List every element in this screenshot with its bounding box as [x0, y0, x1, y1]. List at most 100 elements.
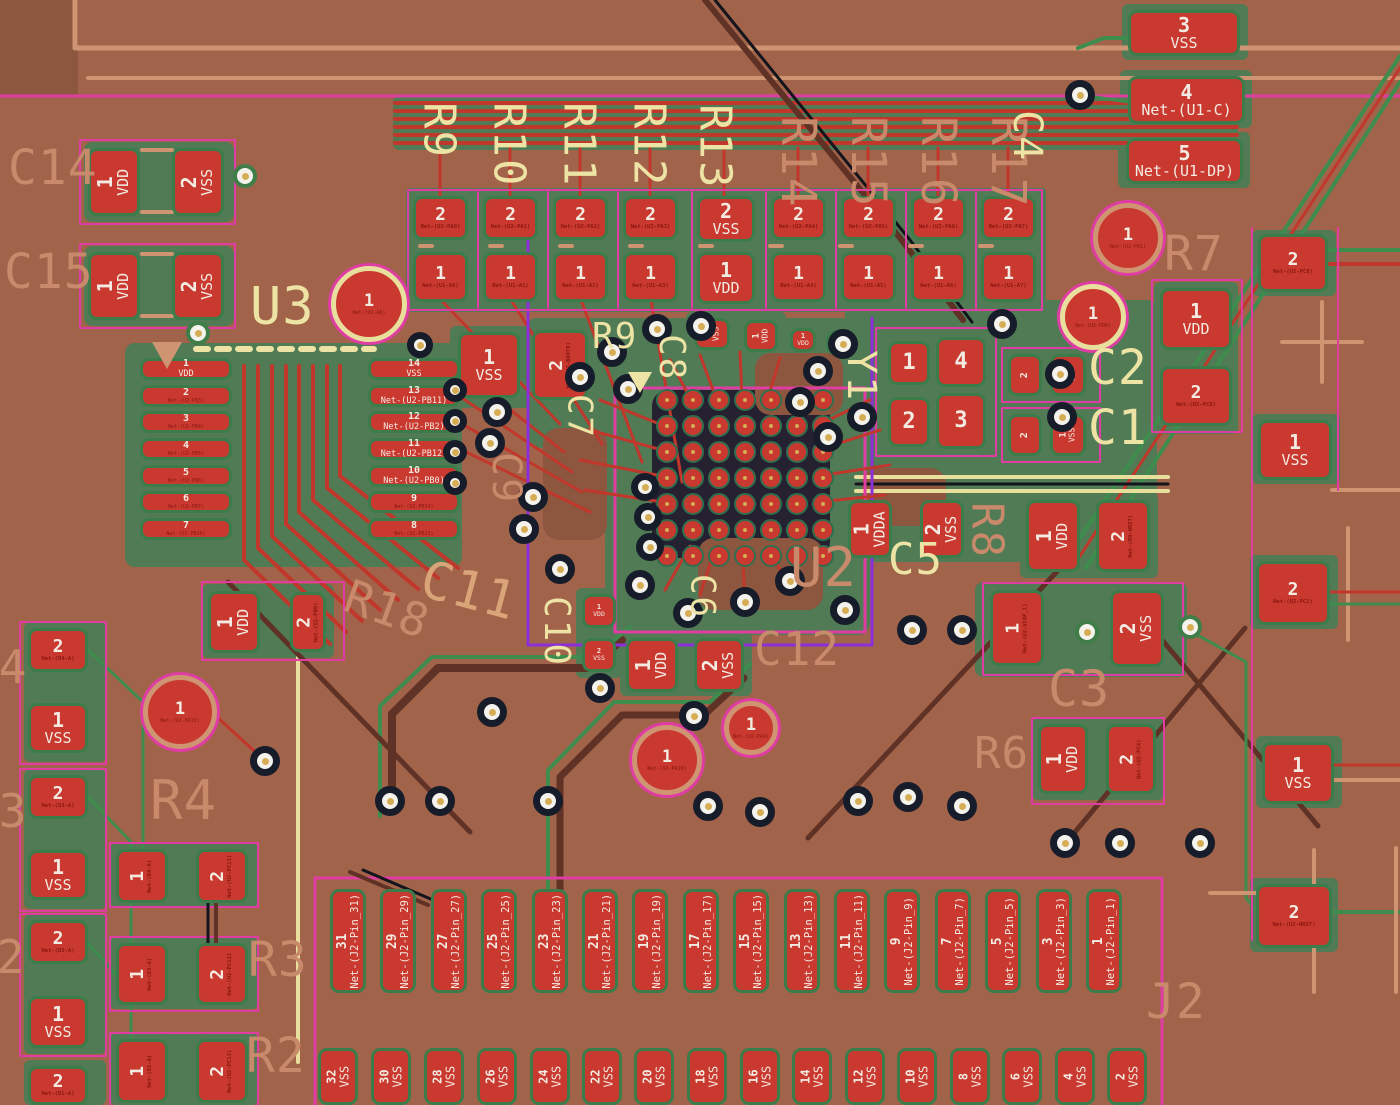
ref-label[interactable]: U3 [250, 277, 315, 337]
bga-pad[interactable] [682, 415, 704, 437]
ref-label[interactable]: D3 [0, 784, 28, 838]
bga-pad[interactable] [786, 545, 808, 567]
via[interactable] [533, 786, 563, 816]
via[interactable] [847, 402, 877, 432]
trace[interactable] [407, 189, 1043, 311]
bga-pad[interactable] [656, 467, 678, 489]
trace[interactable] [1076, 36, 1132, 50]
bga-pad[interactable] [656, 389, 678, 411]
ref-label[interactable]: Y1 [837, 350, 884, 403]
trace[interactable] [1151, 279, 1243, 433]
via[interactable] [947, 615, 977, 645]
ref-label[interactable]: C5 [888, 534, 943, 585]
bga-pad[interactable] [760, 493, 782, 515]
trace[interactable] [1001, 347, 1101, 403]
ref-label[interactable]: C12 [754, 622, 841, 676]
bga-pad[interactable] [682, 389, 704, 411]
trace[interactable] [19, 913, 107, 1057]
via[interactable] [509, 514, 539, 544]
bga-pad[interactable] [708, 415, 730, 437]
via[interactable] [947, 791, 977, 821]
bga-pad[interactable] [656, 519, 678, 541]
bga-pad[interactable] [708, 467, 730, 489]
ref-label[interactable]: R11 [553, 102, 605, 188]
bga-pad[interactable] [760, 415, 782, 437]
bga-pad[interactable] [786, 415, 808, 437]
bga-pad[interactable] [760, 545, 782, 567]
via[interactable] [443, 471, 467, 495]
bga-pad[interactable] [812, 545, 834, 567]
via[interactable] [482, 397, 512, 427]
trace[interactable] [19, 621, 107, 765]
bga-pad[interactable] [786, 519, 808, 541]
ref-label[interactable]: C9 [482, 452, 529, 505]
trace[interactable] [270, 364, 364, 623]
ref-label[interactable]: R7 [1164, 226, 1224, 282]
via[interactable] [634, 503, 662, 531]
bga-pad[interactable] [656, 415, 678, 437]
ref-label[interactable]: R2 [246, 1028, 306, 1084]
via[interactable] [828, 329, 858, 359]
bga-pad[interactable] [812, 493, 834, 515]
ref-label[interactable]: R15 [840, 116, 897, 209]
ref-label[interactable]: C4 [1003, 110, 1050, 163]
via[interactable] [1065, 80, 1095, 110]
trace[interactable] [588, 428, 664, 452]
bga-pad[interactable] [734, 441, 756, 463]
via[interactable] [673, 598, 703, 628]
via[interactable] [830, 595, 860, 625]
via[interactable] [775, 566, 805, 596]
bga-pad[interactable] [734, 545, 756, 567]
ref-label[interactable]: R13 [689, 104, 741, 190]
bga-pad[interactable] [760, 389, 782, 411]
via[interactable] [686, 311, 716, 341]
via[interactable] [636, 533, 664, 561]
ref-label[interactable]: J2 [1146, 974, 1206, 1030]
trace[interactable] [982, 582, 1184, 676]
ref-label[interactable]: C15 [4, 244, 94, 300]
